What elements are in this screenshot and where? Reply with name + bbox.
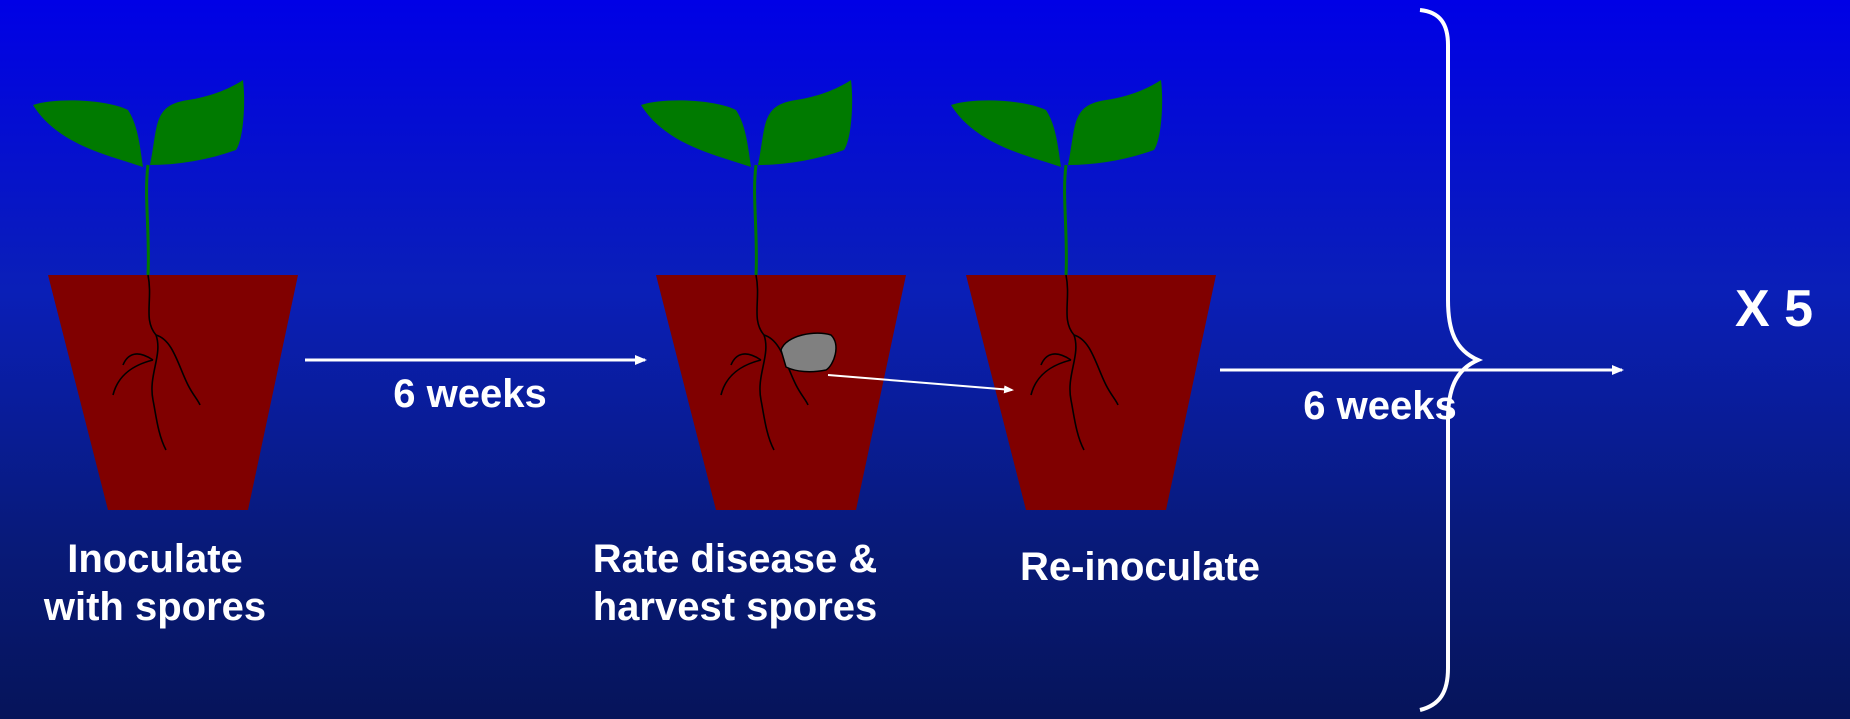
- step-3-label-line-1: Re-inoculate: [975, 543, 1305, 591]
- plant-pot-step-1: [33, 80, 298, 510]
- plant-pot-step-2: [641, 80, 906, 510]
- arrow-1-label: 6 weeks: [360, 370, 580, 418]
- arrow-2-label: 6 weeks: [1270, 382, 1490, 430]
- step-2-label-line-2: harvest spores: [570, 583, 900, 631]
- step-3-label: Re-inoculate: [975, 543, 1305, 591]
- repeat-label-text: X 5: [1735, 278, 1845, 340]
- plant-pot-step-3: [951, 80, 1216, 510]
- arrow-1-label-text: 6 weeks: [360, 370, 580, 418]
- step-1-label: Inoculate with spores: [15, 535, 295, 631]
- step-2-label: Rate disease & harvest spores: [570, 535, 900, 631]
- step-2-label-line-1: Rate disease &: [570, 535, 900, 583]
- step-1-label-line-2: with spores: [15, 583, 295, 631]
- step-1-label-line-1: Inoculate: [15, 535, 295, 583]
- repeat-brace: [1420, 10, 1478, 710]
- arrow-2-label-text: 6 weeks: [1270, 382, 1490, 430]
- repeat-label: X 5: [1735, 278, 1845, 340]
